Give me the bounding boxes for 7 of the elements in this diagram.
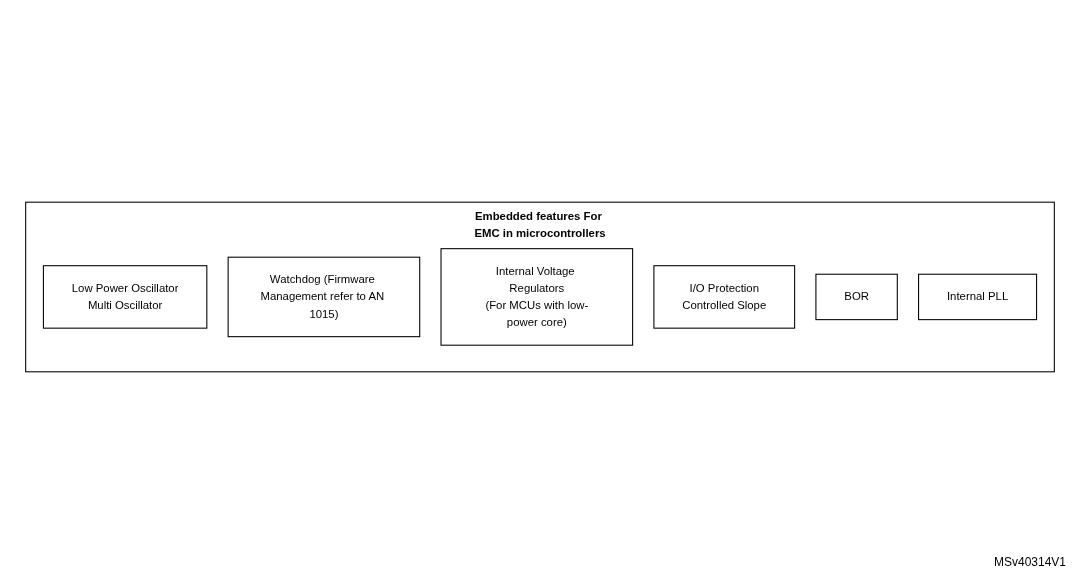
node-box: Internal Voltage Regulators (For MCUs with low-power core) [440, 247, 634, 346]
node-box: BOR [815, 273, 898, 320]
node-box: Watchdog (Firmware Management refer to AN 1015) [227, 256, 421, 337]
figure-code: MSv40314V1 [993, 555, 1066, 569]
node-box: Low Power Oscillator Multi Oscillator [42, 264, 208, 329]
node-box: I/O Protection Controlled Slope [653, 264, 796, 329]
node-box: Internal PLL [918, 273, 1038, 320]
